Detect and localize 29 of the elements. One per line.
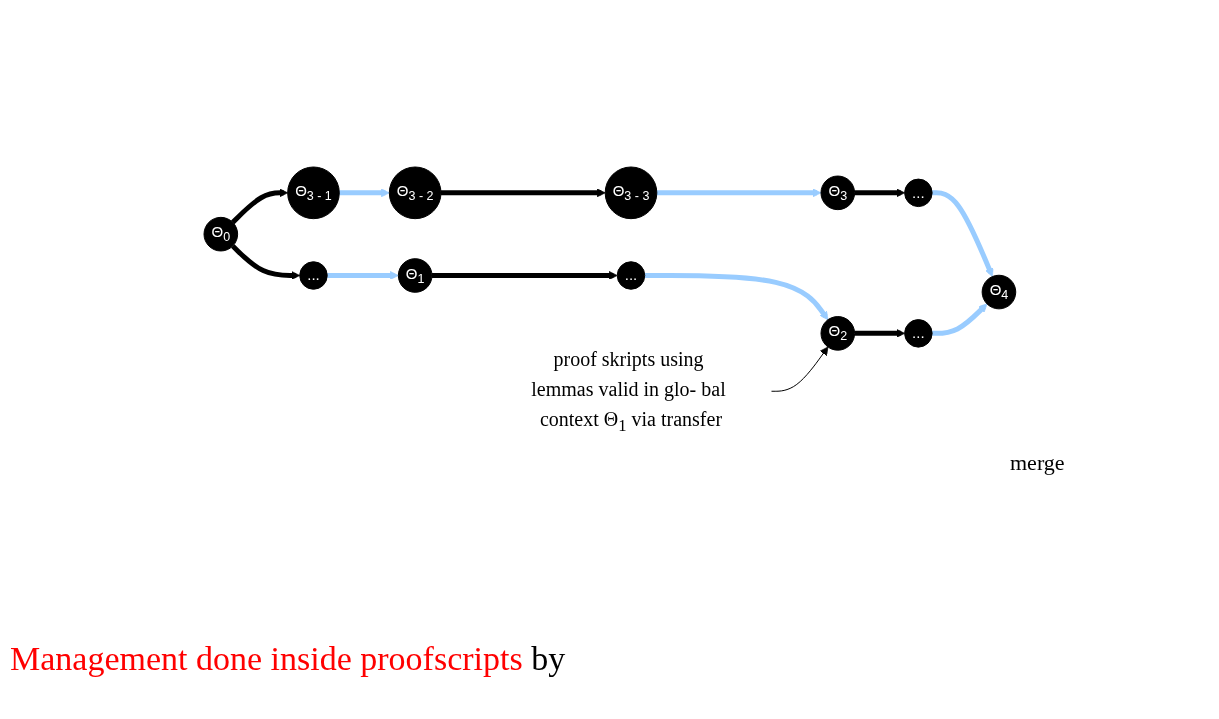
arrow xyxy=(440,188,606,198)
arrow xyxy=(770,346,828,392)
note-text: Management done inside proofscripts xyxy=(10,640,523,677)
arrow xyxy=(931,303,987,336)
node-circle: ... xyxy=(903,319,933,348)
node-circle: ... xyxy=(903,178,933,207)
arrow xyxy=(931,190,993,277)
arrow xyxy=(656,188,821,198)
note-text: by xyxy=(531,640,566,677)
node-circle: ... xyxy=(298,261,328,290)
node-circle: Θ$_{0}$ xyxy=(203,216,238,252)
node-text: proof skripts using lemmas valid in glo- bal context Θ$_{1}$ via transfer xyxy=(530,348,726,436)
arrow xyxy=(230,188,288,224)
node-circle: ... xyxy=(616,261,645,290)
node-circle: Θ$_{4}$ xyxy=(981,274,1016,310)
node-circle: Θ$_{3}$ xyxy=(820,175,855,211)
arrow xyxy=(326,270,399,280)
node-circle: Θ$_{3 - 1}$ xyxy=(286,166,340,220)
node-circle: Θ$_{3 - 2}$ xyxy=(388,166,442,220)
node-circle: Θ$_{3 - 3}$ xyxy=(604,166,657,220)
arrow xyxy=(431,270,618,280)
arrow xyxy=(230,244,300,280)
arrow xyxy=(854,188,905,198)
arrow xyxy=(854,328,905,338)
node-circle: Θ$_{2}$ xyxy=(820,315,855,351)
node-circle: Θ$_{1}$ xyxy=(397,258,433,293)
arrow xyxy=(644,272,828,320)
merge-label: merge xyxy=(1010,450,1065,476)
arrow xyxy=(338,188,390,198)
